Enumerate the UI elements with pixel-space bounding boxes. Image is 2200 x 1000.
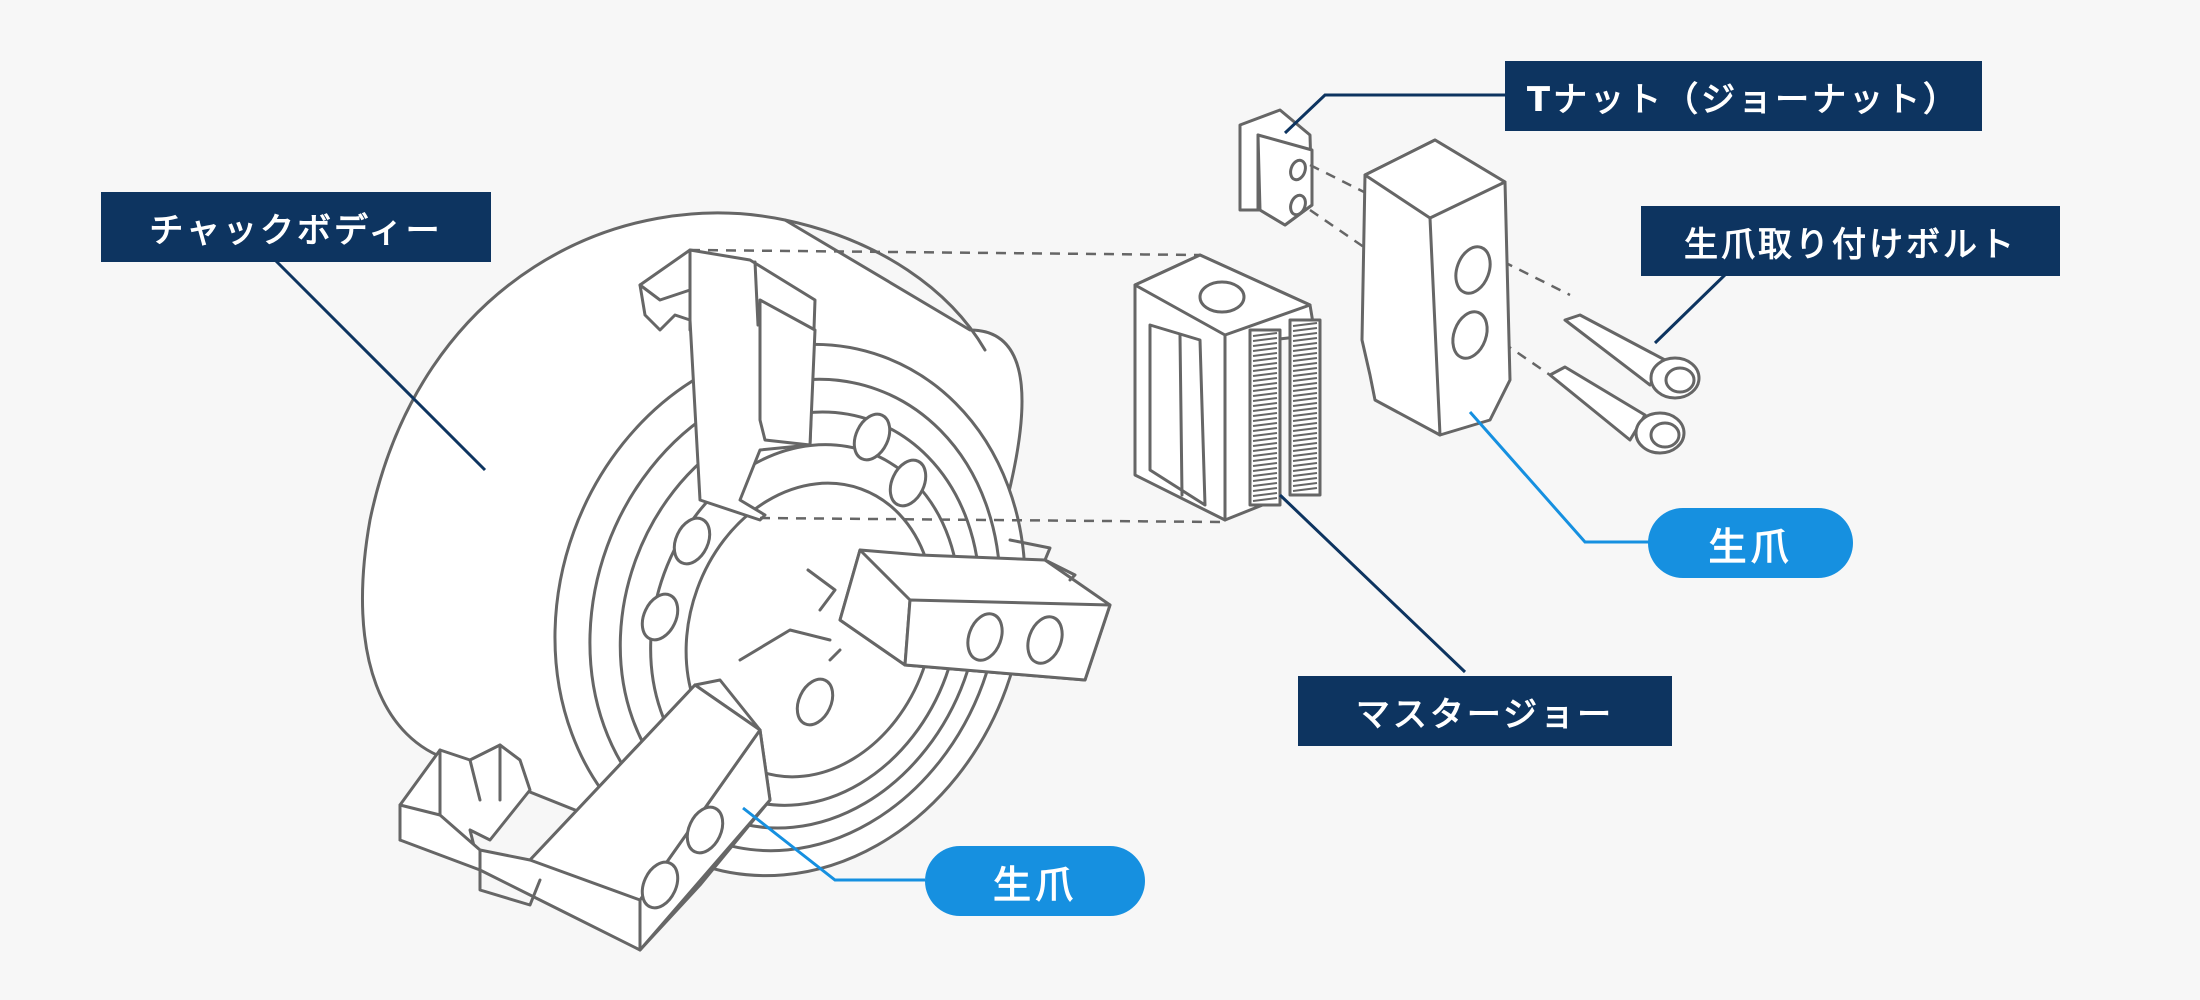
right-mounted-jaw — [838, 538, 1112, 682]
bolts-drawing — [1548, 313, 1701, 455]
leader-master-jaw — [1278, 493, 1467, 674]
soft-jaw-bottom-label: 生爪 — [925, 846, 1145, 916]
leader-soft-jaw-bottom — [742, 806, 925, 882]
t-nut-drawing — [1238, 108, 1314, 227]
chuck-body-label: チャックボディー — [101, 192, 491, 262]
chuck-body-drawing — [361, 211, 1027, 878]
right-soft-jaw-drawing — [1360, 138, 1512, 437]
master-jaw-drawing — [1133, 253, 1322, 522]
leader-soft-jaw-right — [1468, 411, 1650, 544]
master-jaw-label: マスタージョー — [1298, 676, 1672, 746]
bottom-mounted-jaw — [398, 678, 772, 952]
leader-bolt — [1653, 268, 1732, 345]
leader-chuck-body — [270, 255, 487, 472]
upper-jaw-slot — [638, 248, 817, 522]
soft-jaw-right-label: 生爪 — [1648, 508, 1853, 578]
t-nut-label: Tナット（ジョーナット） — [1505, 61, 1982, 131]
leader-t-nut — [1283, 93, 1505, 135]
soft-jaw-bolt-label: 生爪取り付けボルト — [1641, 206, 2060, 276]
